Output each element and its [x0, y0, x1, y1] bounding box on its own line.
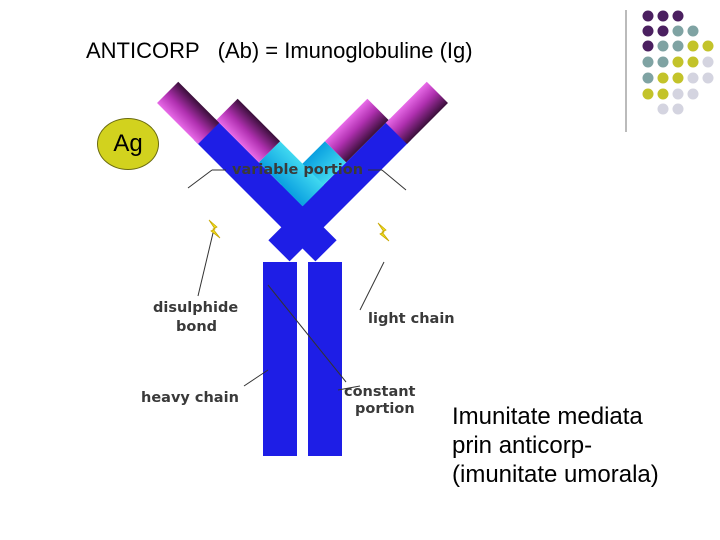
decorative-dot-grid: [625, 10, 714, 132]
heavy-chain-stem-left: [263, 262, 297, 456]
dot-row-2: [642, 25, 699, 37]
right-light-chain: [258, 141, 324, 207]
right-heavy-variable: [157, 81, 220, 145]
leader-lines: [187, 169, 407, 391]
dot-row-3: [642, 40, 714, 52]
right-arm: [157, 81, 337, 262]
dot-row-6: [642, 88, 699, 100]
right-heavy-chain-arm: [193, 118, 337, 262]
caption-text: Imunitate mediata prin anticorp- (imunit…: [452, 402, 718, 489]
variable-portion-label: variable portion: [232, 162, 363, 178]
dot-row-4: [642, 56, 714, 68]
constant-portion-label-line1: constant: [344, 384, 416, 400]
dot-row-5: [642, 72, 714, 84]
heavy-chain-label: heavy chain: [141, 390, 239, 406]
caption-line-1: Imunitate mediata: [452, 403, 643, 430]
light-chain-label: light chain: [368, 311, 455, 327]
right-light-variable: [216, 98, 281, 163]
antigen-label: Ag: [113, 130, 143, 157]
dot-row-1: [642, 10, 684, 22]
antigen-ball: Ag: [97, 118, 159, 170]
disulphide-bond-right: [377, 222, 390, 242]
caption-line-2: prin anticorp-: [452, 432, 593, 459]
left-heavy-variable: [385, 81, 448, 145]
disulphide-bond-left: [208, 219, 221, 239]
slide-title: ANTICORP (Ab) = Imunoglobuline (Ig): [86, 38, 473, 63]
disulphide-bond-label-line2: bond: [176, 319, 217, 335]
caption-line-3: (imunitate umorala): [452, 461, 659, 488]
dot-row-7: [657, 103, 684, 115]
left-light-variable: [324, 98, 389, 163]
constant-portion-label-line2: portion: [355, 401, 415, 417]
heavy-chain-stem-right: [308, 262, 342, 456]
disulphide-bond-label-line1: disulphide: [153, 300, 238, 316]
